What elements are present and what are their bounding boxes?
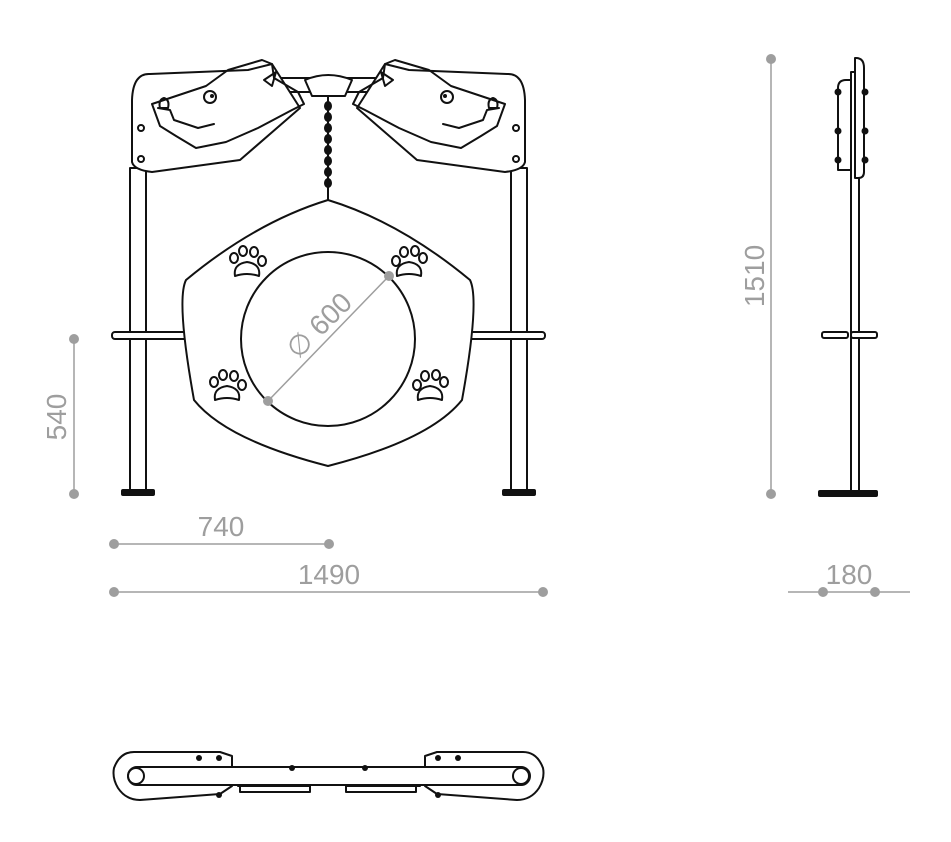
paw-print-top-right — [391, 245, 428, 277]
paw-print-top-left — [229, 245, 267, 277]
right-dog-head-panel — [352, 59, 526, 173]
paw-print-bottom-right — [412, 369, 449, 401]
width-740-label: 740 — [198, 511, 245, 542]
side-foot — [818, 490, 878, 497]
side-head-panel — [854, 57, 865, 179]
left-foot — [121, 489, 155, 496]
beam-center-bracket — [304, 74, 353, 97]
width-1490-label: 1490 — [298, 559, 360, 590]
front-view: ∅ 600 — [111, 59, 546, 496]
depth-180-label: 180 — [826, 559, 873, 590]
paw-print-bottom-left — [209, 369, 247, 401]
height-1510-label: 1510 — [739, 245, 770, 307]
top-view-beam — [127, 766, 531, 786]
right-foot — [502, 489, 536, 496]
side-view — [818, 57, 878, 497]
side-handle-right — [850, 331, 878, 339]
height-540-dimension: 540 — [41, 334, 79, 499]
right-leg — [510, 167, 528, 493]
width-740-dimension: 740 — [109, 511, 334, 549]
depth-180-dimension: 180 — [788, 559, 910, 597]
height-540-label: 540 — [41, 394, 72, 441]
left-leg — [129, 167, 147, 493]
width-1490-dimension: 1490 — [109, 559, 548, 597]
left-dog-head-panel — [131, 59, 305, 173]
height-1510-dimension: 1510 — [739, 54, 776, 499]
chain — [324, 95, 332, 209]
top-view — [112, 751, 545, 801]
side-handle-left — [821, 331, 849, 339]
